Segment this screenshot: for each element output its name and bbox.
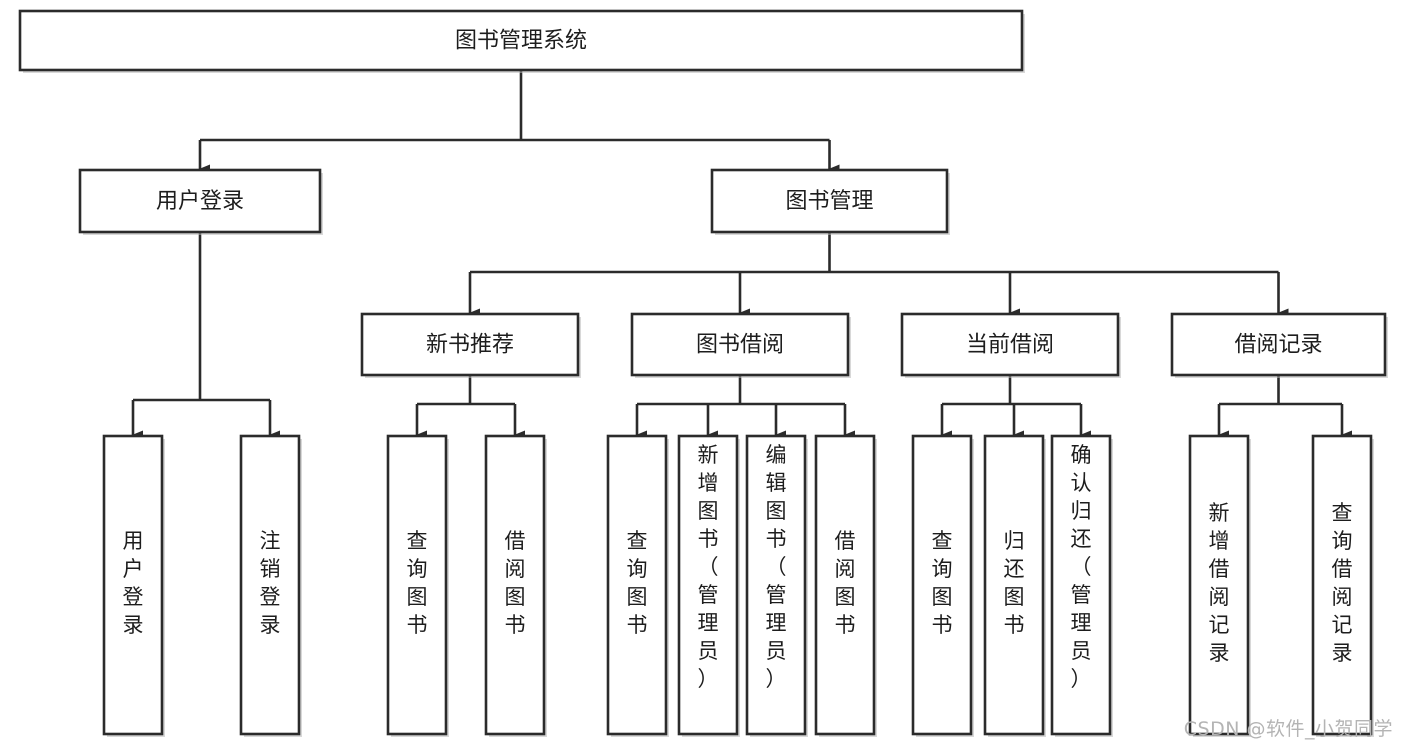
node-label: 新增借阅记录	[1209, 501, 1230, 665]
node-box[interactable]	[911, 434, 973, 736]
node-label: 注销登录	[260, 529, 281, 637]
node-box[interactable]	[78, 168, 322, 234]
node-label: 图书管理系统	[455, 29, 587, 54]
node-label: 借阅图书	[835, 529, 856, 637]
node-box[interactable]	[1170, 312, 1387, 377]
edges-layer	[131, 70, 1352, 440]
node-box[interactable]	[484, 434, 546, 736]
edge-group-login	[131, 232, 280, 440]
node-b_add[interactable]: 新增图书（管理员）	[677, 434, 740, 737]
node-b_lend[interactable]: 借阅图书	[814, 434, 877, 737]
edge-group-borrow	[635, 375, 855, 440]
node-login[interactable]: 用户登录	[78, 168, 323, 235]
node-r_add[interactable]: 新增借阅记录	[1188, 434, 1251, 737]
node-label: 图书管理	[785, 189, 873, 214]
node-l_login[interactable]: 用户登录	[102, 434, 165, 737]
node-box[interactable]	[1188, 434, 1250, 736]
node-label: 查询图书	[932, 529, 953, 637]
node-label: 新书推荐	[426, 333, 514, 358]
node-label: 编辑图书（管理员）	[766, 443, 787, 691]
node-c_return[interactable]: 归还图书	[983, 434, 1046, 737]
node-b_query[interactable]: 查询图书	[606, 434, 669, 737]
node-label: 借阅图书	[505, 529, 526, 637]
node-box[interactable]	[239, 434, 301, 736]
node-label: 用户登录	[123, 529, 144, 637]
node-label: 查询图书	[407, 529, 428, 637]
node-box[interactable]	[710, 168, 949, 234]
node-box[interactable]	[1311, 434, 1373, 736]
node-label: 查询图书	[627, 529, 648, 637]
node-label: 确认归还（管理员）	[1071, 443, 1092, 691]
node-records[interactable]: 借阅记录	[1170, 312, 1388, 378]
node-box[interactable]	[386, 434, 448, 736]
node-box[interactable]	[18, 9, 1024, 72]
node-box[interactable]	[360, 312, 580, 377]
node-label: 当前借阅	[966, 333, 1054, 358]
nodes-layer: 图书管理系统用户登录图书管理新书推荐图书借阅当前借阅借阅记录用户登录注销登录查询…	[18, 9, 1388, 737]
node-label: 查询借阅记录	[1332, 501, 1353, 665]
node-r_query[interactable]: 查询借阅记录	[1311, 434, 1374, 737]
node-label: 图书借阅	[696, 333, 784, 358]
node-label: 归还图书	[1004, 529, 1025, 637]
node-box[interactable]	[983, 434, 1045, 736]
node-current[interactable]: 当前借阅	[900, 312, 1121, 378]
node-box[interactable]	[630, 312, 850, 377]
node-c_query[interactable]: 查询图书	[911, 434, 974, 737]
edge-group-records	[1217, 375, 1352, 440]
node-box[interactable]	[814, 434, 876, 736]
node-box[interactable]	[745, 434, 807, 736]
node-bookmgmt[interactable]: 图书管理	[710, 168, 950, 235]
node-n_query[interactable]: 查询图书	[386, 434, 449, 737]
node-box[interactable]	[900, 312, 1120, 377]
node-newbook[interactable]: 新书推荐	[360, 312, 581, 378]
edge-group-root	[198, 70, 840, 174]
edge-group-current	[940, 375, 1091, 440]
node-box[interactable]	[1050, 434, 1112, 736]
node-box[interactable]	[102, 434, 164, 736]
node-b_edit[interactable]: 编辑图书（管理员）	[745, 434, 808, 737]
edge-group-bookmgmt	[468, 232, 1289, 318]
node-label: 借阅记录	[1234, 333, 1322, 358]
node-root[interactable]: 图书管理系统	[18, 9, 1025, 73]
node-borrow[interactable]: 图书借阅	[630, 312, 851, 378]
node-box[interactable]	[606, 434, 668, 736]
edge-group-newbook	[415, 375, 525, 440]
node-label: 新增图书（管理员）	[698, 443, 719, 691]
node-label: 用户登录	[156, 189, 244, 214]
node-c_confirm[interactable]: 确认归还（管理员）	[1050, 434, 1113, 737]
node-n_borrow[interactable]: 借阅图书	[484, 434, 547, 737]
node-l_logout[interactable]: 注销登录	[239, 434, 302, 737]
node-box[interactable]	[677, 434, 739, 736]
